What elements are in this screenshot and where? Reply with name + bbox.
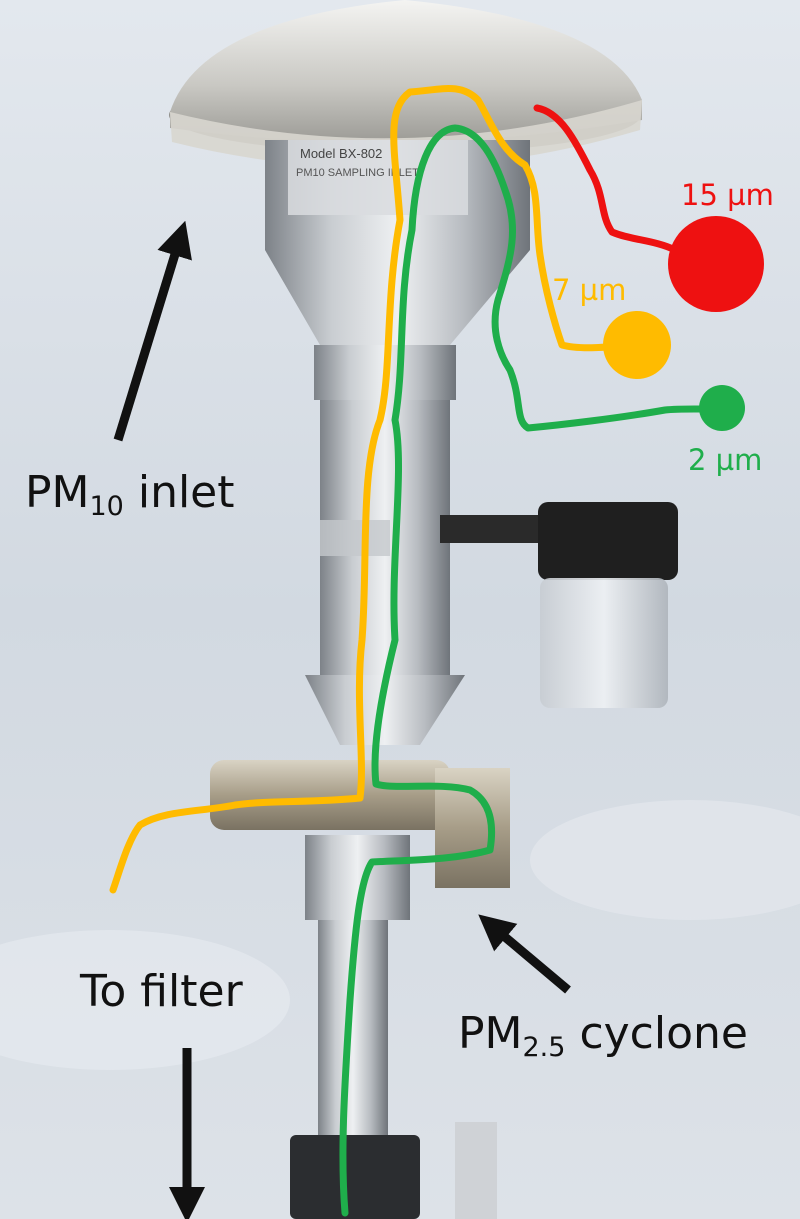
particle-path-2um xyxy=(339,124,726,1217)
particle-15um-dot xyxy=(668,216,764,312)
inlet-nameplate xyxy=(288,140,468,215)
pm10-suffix: inlet xyxy=(123,467,235,518)
inlet-model-text: Model BX-802 xyxy=(300,146,382,161)
lower-cone xyxy=(305,675,465,745)
particle-15um-label: 15 µm xyxy=(681,178,774,212)
pm25-subscript: 2.5 xyxy=(522,1032,566,1063)
pm25-suffix: cyclone xyxy=(565,1008,748,1059)
bottom-fitting xyxy=(290,1135,420,1219)
particle-7um-dot xyxy=(603,311,671,379)
inlet-cap xyxy=(170,0,642,143)
pm10-subscript: 10 xyxy=(89,491,124,522)
particle-7um-label: 7 µm xyxy=(552,273,627,307)
arrow-to-pm25-cyclone xyxy=(478,914,571,994)
pm25-prefix: PM xyxy=(458,1008,523,1059)
background-post xyxy=(455,1122,497,1219)
tube-label xyxy=(320,520,390,556)
cloud xyxy=(0,930,290,1070)
particle-path-7um xyxy=(109,85,634,894)
cloud xyxy=(530,800,800,920)
pm10-inlet-label: PM10 inlet xyxy=(25,471,235,521)
jar-lid xyxy=(538,502,678,580)
jar-bracket xyxy=(440,515,550,543)
cyclone-body xyxy=(210,760,450,830)
to-filter-label: To filter xyxy=(80,966,243,1017)
arrow-to-pm10-inlet xyxy=(113,220,192,442)
particle-2um-label: 2 µm xyxy=(688,443,763,477)
pm25-cyclone-label: PM2.5 cyclone xyxy=(458,1012,748,1062)
particle-2um-dot xyxy=(699,385,745,431)
pm10-prefix: PM xyxy=(25,467,90,518)
particle-path-15um xyxy=(533,104,679,254)
inlet-plate-text: PM10 SAMPLING INLET xyxy=(296,167,419,179)
collection-jar xyxy=(540,578,668,708)
